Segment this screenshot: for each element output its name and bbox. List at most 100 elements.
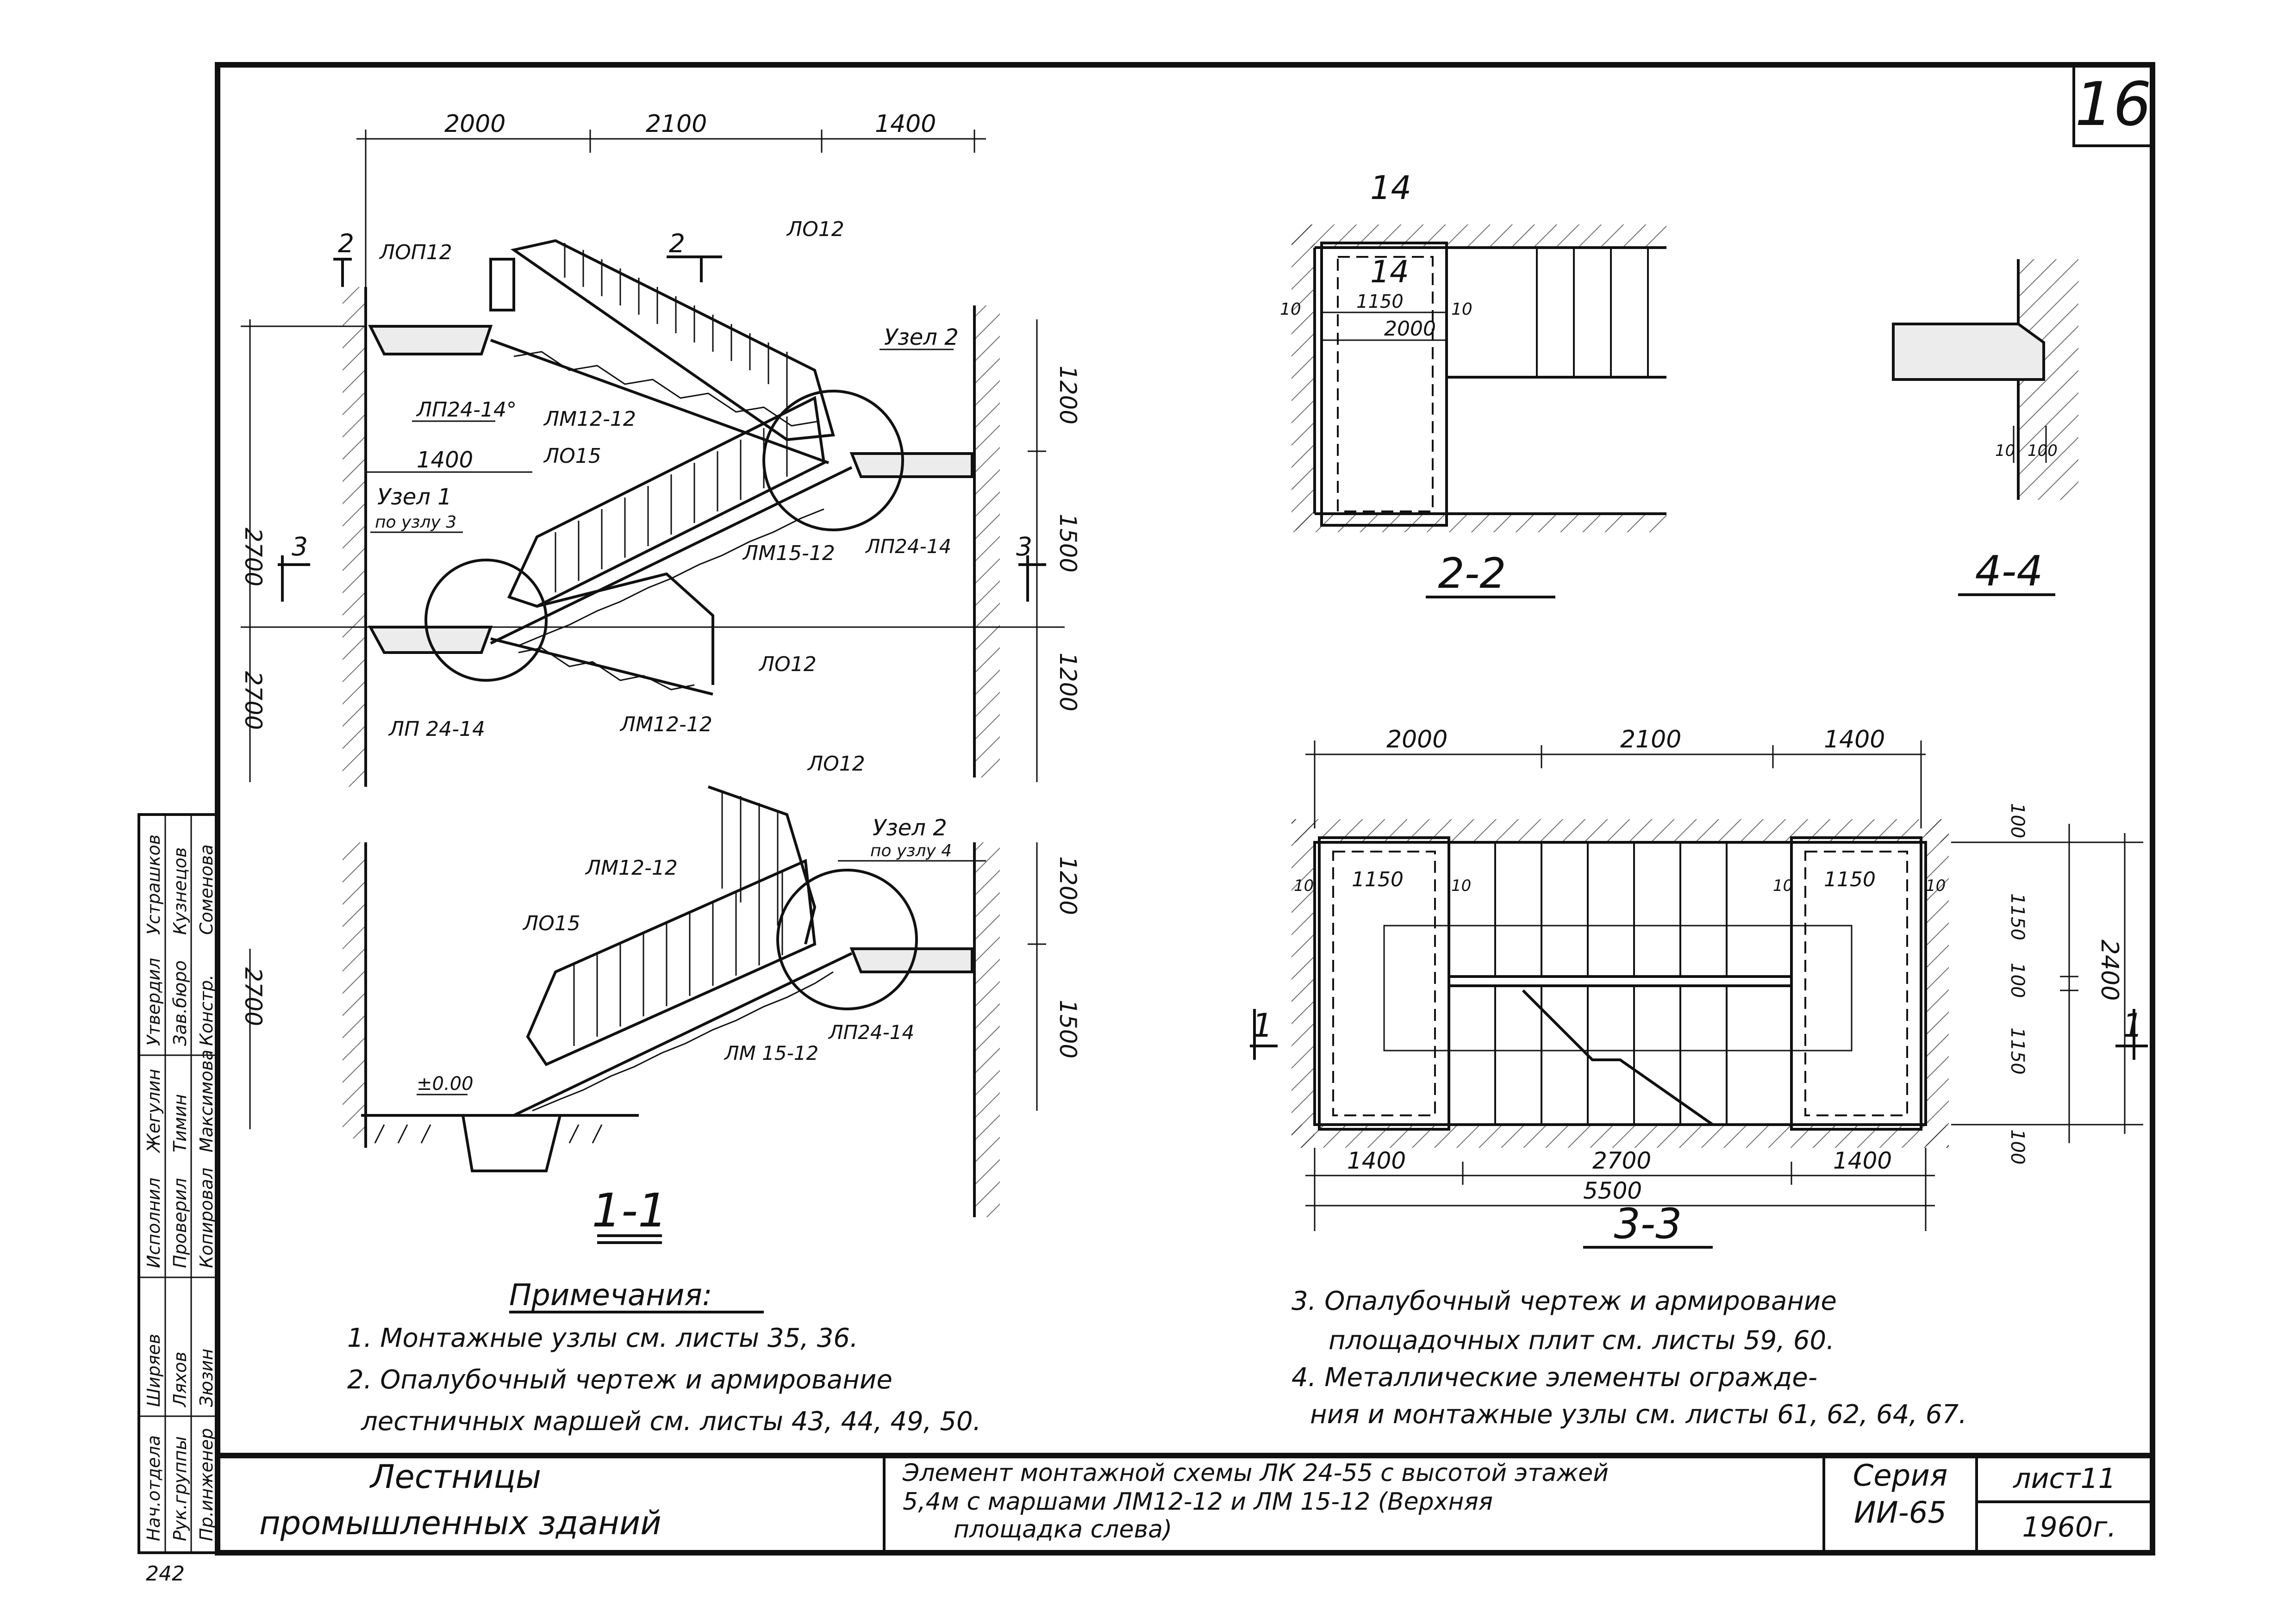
note-4b: ния и монтажные узлы см. листы 61, 62, 6… (1310, 1400, 1967, 1430)
uzel-1-circle (424, 559, 548, 682)
s11-title: 1-1 (592, 1183, 667, 1238)
label-lm12-12-top: ЛМ12-12 (543, 407, 636, 431)
s44-dim-100: 100 (2028, 442, 2058, 460)
sig-name-4: Тимин (170, 1094, 190, 1152)
note-2: 2. Опалубочный чертеж и армирование (347, 1365, 892, 1395)
sig-role-2: Пр.инженер (196, 1428, 217, 1541)
s22-inner-label: 14 (1370, 254, 1409, 290)
s33-dim-total: 5500 (1583, 1177, 1642, 1204)
s11-dim-left-0: 2700 (240, 528, 267, 586)
sheet-number-box (2072, 63, 2154, 147)
s22-dim-10b: 10 (1451, 300, 1472, 319)
s33-dim-right-3: 1150 (2007, 1027, 2028, 1075)
s33-gap-1: 10 (1451, 877, 1471, 895)
s11-dim-right-1: 1500 (1054, 514, 1081, 572)
s33-gap-2: 10 (1773, 877, 1793, 895)
s33-gap-0: 10 (1294, 877, 1314, 895)
year: 1960г. (2022, 1511, 2116, 1543)
s33-dim-right-4: 100 (2007, 1129, 2028, 1164)
sig-name-8: Соменова (196, 844, 217, 935)
s11-dim-right-2: 1200 (1054, 653, 1081, 711)
s22-dim-1150: 1150 (1356, 291, 1404, 312)
s11-cut-3b: 3 (1016, 532, 1032, 561)
s11-dim-right-low-1: 1500 (1054, 1000, 1081, 1058)
notes: Примечания: 1. Монтажные узлы см. листы … (347, 1278, 1967, 1437)
s11-dim-left-1: 2700 (240, 671, 267, 730)
s33-dim-top-0: 2000 (1386, 726, 1447, 753)
label-lop12: ЛОП12 (379, 241, 452, 264)
label-lp24-14-left: ЛП 24-14 (388, 717, 485, 741)
note-1: 1. Монтажные узлы см. листы 35, 36. (347, 1323, 858, 1353)
label-lm12-12-mid: ЛМ12-12 (619, 713, 712, 736)
uzel-2-circle-top (762, 390, 904, 531)
series-label: Серия (1853, 1459, 1948, 1493)
sig-name-1: Ляхов (170, 1351, 190, 1408)
list-label: лист11 (2013, 1462, 2116, 1495)
signature-strip: Нач.отдела Рук.группы Пр.инженер Ширяев … (137, 813, 219, 1554)
uzel-2-circle-low (776, 869, 918, 1010)
s33-dim-bottom-2: 1400 (1833, 1147, 1892, 1174)
sig-role-1: Рук.группы (170, 1436, 190, 1541)
s33-dim-right-total: 2400 (2096, 940, 2123, 1001)
scan-mark: 242 (146, 1562, 185, 1586)
s33-landing-right: 1150 (1824, 868, 1876, 891)
label-po-uzlu3: по узлу 3 (375, 513, 456, 532)
sig-name-3: Жегулин (144, 1069, 164, 1153)
s11-dim-right-0: 1200 (1054, 366, 1081, 424)
s33-title: 3-3 (1614, 1200, 1682, 1248)
sig-role-8: Констр. (196, 975, 217, 1046)
sig-role-6: Утвердил (144, 958, 164, 1046)
title-block: Лестницы промышленных зданий Элемент мон… (218, 1453, 2152, 1553)
section-4-4: 10 100 4-4 (1892, 259, 2078, 596)
title-desc-line1: Элемент монтажной схемы ЛК 24-55 с высот… (902, 1459, 1609, 1487)
s33-landing-left: 1150 (1352, 868, 1404, 891)
label-lp24-14-low: ЛП24-14 (828, 1021, 914, 1044)
label-lm15-12-top: ЛМ15-12 (742, 541, 835, 565)
sig-role-0: Нач.отдела (144, 1435, 164, 1541)
section-2-2: 14 14 1150 2000 10 10 2-2 (1280, 169, 1666, 598)
label-uzel2-top: Узел 2 (884, 324, 959, 350)
note-3: 3. Опалубочный чертеж и армирование (1292, 1286, 1837, 1316)
s33-dim-top-2: 1400 (1824, 726, 1885, 753)
s44-title: 4-4 (1975, 547, 2043, 596)
title-desc-line3: площадка слева) (954, 1516, 1172, 1543)
s33-dim-top-1: 2100 (1620, 726, 1681, 753)
label-lo15-top: ЛО15 (543, 444, 601, 468)
label-lo12-low: ЛО12 (807, 752, 865, 776)
s33-cut-a: 1 (1252, 1007, 1273, 1045)
sheet-number: 16 (2075, 69, 2151, 139)
sig-name-7: Кузнецов (170, 847, 190, 935)
s22-dim-2000: 2000 (1384, 317, 1436, 341)
s44-dim-10: 10 (1995, 442, 2015, 460)
sig-role-7: Зав.бюро (170, 960, 190, 1046)
section-1-1: 2000 2100 1400 2700 2700 2700 1200 1500 … (240, 110, 1081, 1244)
label-uzel2-low: Узел 2 (873, 815, 947, 841)
s33-gap-3: 10 (1926, 877, 1946, 895)
label-lp24-14-top: ЛП24-14° (416, 398, 517, 422)
sig-name-6: Устрашков (144, 834, 164, 935)
title-desc-line2: 5,4м с маршами ЛМ12-12 и ЛМ 15-12 (Верхн… (903, 1488, 1493, 1516)
s33-dim-right-0: 100 (2007, 803, 2028, 838)
series-value: ИИ-65 (1854, 1496, 1947, 1530)
note-2b: лестничных маршей см. листы 43, 44, 49, … (361, 1406, 981, 1437)
sig-name-0: Ширяев (144, 1334, 164, 1407)
label-uzel1: Узел 1 (377, 484, 452, 510)
s33-dim-right-2: 100 (2007, 963, 2028, 998)
s11-cut-2a: 2 (338, 229, 354, 258)
sig-role-4: Проверил (170, 1178, 190, 1268)
label-lo12-mid: ЛО12 (758, 653, 817, 676)
note-4: 4. Металлические элементы огражде- (1292, 1363, 1817, 1393)
sig-name-5: Максимова (196, 1050, 217, 1152)
title-left-line1: Лестницы (369, 1458, 541, 1496)
label-lm15-12-low: ЛМ 15-12 (724, 1042, 818, 1064)
title-left-line2: промышленных зданий (259, 1504, 661, 1542)
s11-dim-top-2: 1400 (875, 110, 936, 138)
note-3b: площадочных плит см. листы 59, 60. (1329, 1325, 1834, 1356)
s11-cut-2b: 2 (669, 229, 685, 258)
s11-dim-top-1: 2100 (646, 110, 707, 138)
label-lo15-low: ЛО15 (522, 912, 580, 935)
label-po-uzlu4: по узлу 4 (870, 841, 952, 860)
s33-dim-right-1: 1150 (2007, 893, 2028, 940)
label-zero-mark: ±0.00 (417, 1073, 474, 1095)
